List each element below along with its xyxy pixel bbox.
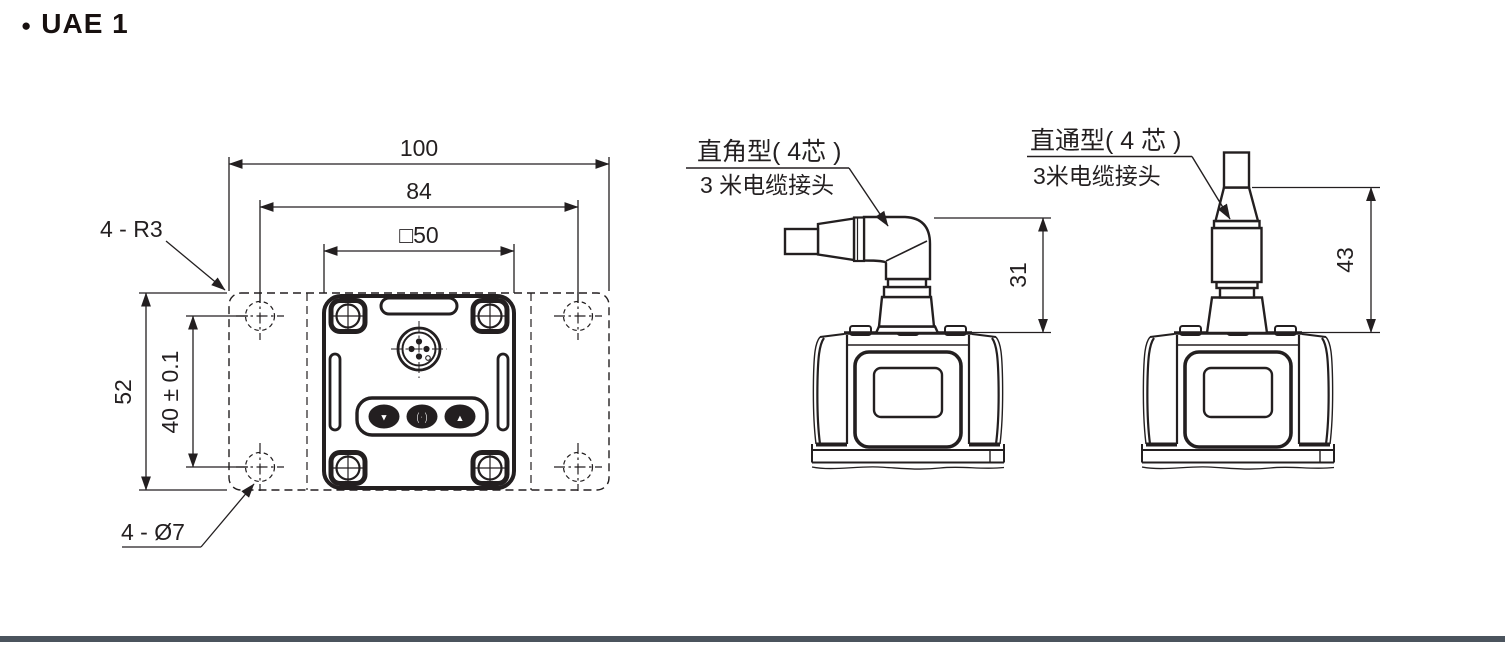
straight-dimension: 43 xyxy=(1252,186,1380,334)
dim-body-width: □50 xyxy=(399,222,438,248)
callout-corner-radius: 4 - R3 xyxy=(100,216,163,242)
straight-connector xyxy=(1205,151,1269,335)
front-view: ▼ (·) ▲ 100 xyxy=(100,135,610,548)
cable-stub xyxy=(1222,151,1251,189)
left-slot xyxy=(328,352,342,432)
page-title: ● UAE 1 xyxy=(21,8,129,40)
right-angle-connector xyxy=(783,215,940,335)
connector-receptacle xyxy=(391,321,447,378)
button-strip: ▼ (·) ▲ xyxy=(355,396,489,437)
up-button: ▲ xyxy=(444,404,476,429)
cable-stub xyxy=(783,227,820,256)
connector-type-label: 直通型( 4 芯 ) xyxy=(1030,127,1181,155)
down-arrow-icon: ▼ xyxy=(378,411,390,425)
right-slot xyxy=(496,352,510,432)
front-dimensions: 100 84 □50 52 40 ± 0.1 xyxy=(100,135,610,548)
straight-view: 直通型( 4 芯 ) 3米电缆接头 43 xyxy=(1027,127,1380,472)
device-side-body xyxy=(1140,324,1336,472)
up-arrow-icon: ▲ xyxy=(454,411,466,425)
down-button: ▼ xyxy=(368,404,400,429)
device-front: ▼ (·) ▲ xyxy=(322,294,516,490)
device-side-body xyxy=(810,324,1006,472)
dim-connector-height: 31 xyxy=(1005,262,1031,288)
straight-label: 直通型( 4 芯 ) 3米电缆接头 xyxy=(1027,127,1231,220)
title-bullet-icon: ● xyxy=(21,15,32,35)
dim-hole-spacing-y: 40 ± 0.1 xyxy=(157,351,183,434)
cable-length-label: 3米电缆接头 xyxy=(1033,163,1161,189)
dim-outer-width: 100 xyxy=(400,135,438,161)
bottom-divider xyxy=(0,636,1505,642)
set-icon: (·) xyxy=(416,410,428,424)
connector-type-label: 直角型( 4芯 ) xyxy=(697,138,841,166)
dim-outer-height: 52 xyxy=(110,379,136,405)
dim-connector-height: 43 xyxy=(1332,247,1358,273)
title-text: UAE 1 xyxy=(41,8,129,39)
top-notch xyxy=(379,296,459,316)
right-angle-label: 直角型( 4芯 ) 3 米电缆接头 xyxy=(686,138,889,227)
cable-length-label: 3 米电缆接头 xyxy=(700,172,834,198)
right-angle-view: 直角型( 4芯 ) 3 米电缆接头 31 xyxy=(686,138,1051,472)
dim-hole-spacing-x: 84 xyxy=(406,178,432,204)
set-button: (·) xyxy=(406,404,438,429)
mounting-hole xyxy=(554,443,602,491)
corner-screws xyxy=(328,298,510,486)
right-angle-dimension: 31 xyxy=(934,217,1051,334)
callout-hole-diameter: 4 - Ø7 xyxy=(121,519,185,545)
